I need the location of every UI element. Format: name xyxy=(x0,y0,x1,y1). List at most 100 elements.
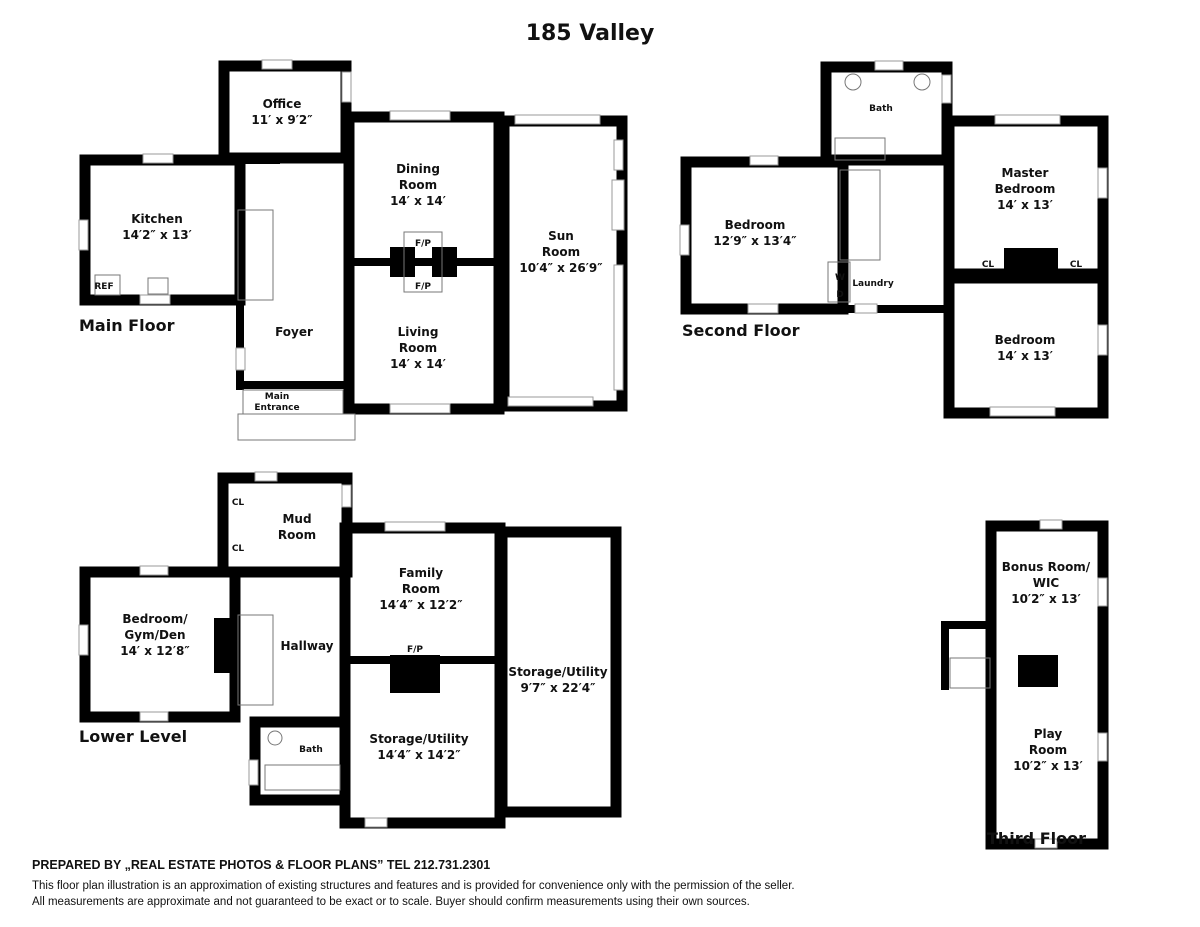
sun-room-door[interactable] xyxy=(611,179,625,231)
bedroom-dims: 12′9″ x 13′4″ xyxy=(713,234,797,248)
fp-label: F/P xyxy=(415,239,431,249)
sun-label: Sun xyxy=(548,229,574,243)
kitchen-dims: 14′2″ x 13′ xyxy=(122,228,192,242)
bath-label: Bath xyxy=(869,104,893,114)
window xyxy=(142,153,174,164)
window xyxy=(507,396,594,407)
window xyxy=(1039,519,1063,530)
bedroom-gym-label: Bedroom/ xyxy=(122,612,188,626)
fireplace-icon xyxy=(432,247,457,277)
window xyxy=(235,347,246,371)
bedroom-gym-label: Gym/Den xyxy=(124,628,185,642)
family-label: Family xyxy=(399,566,443,580)
chimney xyxy=(1018,655,1058,687)
third-floor-label: Third Floor xyxy=(987,829,1086,848)
window xyxy=(248,759,259,786)
third-floor: Bonus Room/ WIC 10′2″ x 13′ Play Room 10… xyxy=(941,519,1109,850)
window xyxy=(341,71,352,103)
fireplace-icon xyxy=(390,247,415,277)
play-room-label: Play xyxy=(1034,727,1063,741)
second-floor-label: Second Floor xyxy=(682,321,800,340)
bonus-room-label: WIC xyxy=(1033,576,1060,590)
storage-right-walls xyxy=(496,526,622,818)
storage-label: Storage/Utility xyxy=(508,665,607,679)
entrance-label: Main xyxy=(265,392,290,402)
laundry-label: Laundry xyxy=(852,279,894,289)
window xyxy=(139,711,169,722)
family-dims: 14′4″ x 12′2″ xyxy=(379,598,463,612)
stairs xyxy=(237,209,274,301)
main-floor-label: Main Floor xyxy=(79,316,175,335)
dryer-label: D xyxy=(836,290,843,300)
window xyxy=(941,74,952,104)
window xyxy=(747,303,779,314)
family-label: Room xyxy=(402,582,440,596)
bedroom-label: Bedroom xyxy=(725,218,786,232)
dining-dims: 14′ x 14′ xyxy=(390,194,446,208)
sun-dims: 10′4″ x 26′9″ xyxy=(519,261,603,275)
bathtub xyxy=(264,764,341,791)
window xyxy=(78,219,89,251)
plan-title: 185 Valley xyxy=(526,21,655,46)
dining-label: Dining xyxy=(396,162,440,176)
bath-walls xyxy=(249,716,351,806)
lower-level-label: Lower Level xyxy=(79,727,187,746)
hallway-label: Hallway xyxy=(280,639,333,653)
washer-label: W xyxy=(835,273,845,283)
storage-dims: 9′7″ x 22′4″ xyxy=(521,681,597,695)
play-room-dims: 10′2″ x 13′ xyxy=(1013,759,1083,773)
washer-dryer xyxy=(827,261,851,303)
refrigerator xyxy=(94,274,121,296)
kitchen-label: Kitchen xyxy=(131,212,183,226)
window xyxy=(139,565,169,576)
window xyxy=(989,406,1056,417)
window xyxy=(341,484,352,508)
bonus-room-label: Bonus Room/ xyxy=(1002,560,1091,574)
storage-dims: 14′4″ x 14′2″ xyxy=(377,748,461,762)
closet-label: CL xyxy=(1070,260,1083,270)
master-label: Master xyxy=(1002,166,1049,180)
window xyxy=(1097,324,1108,356)
closet-label: CL xyxy=(982,260,995,270)
window xyxy=(254,471,278,482)
window xyxy=(78,624,89,656)
window xyxy=(514,114,601,125)
window xyxy=(749,155,779,166)
living-label: Living xyxy=(398,325,439,339)
master-label: Bedroom xyxy=(995,182,1056,196)
entrance-label: Entrance xyxy=(254,403,299,413)
window xyxy=(1097,732,1108,762)
bedroom-gym-dims: 14′ x 12′8″ xyxy=(120,644,190,658)
window xyxy=(261,59,293,70)
entrance-steps xyxy=(237,413,356,441)
window xyxy=(389,403,451,414)
window xyxy=(613,139,624,171)
window xyxy=(874,60,904,71)
play-room-label: Room xyxy=(1029,743,1067,757)
sink-icon xyxy=(147,277,169,295)
closet-label: CL xyxy=(232,544,245,554)
window xyxy=(1034,838,1058,849)
stairs xyxy=(839,169,881,261)
sink-icon xyxy=(844,73,862,91)
window xyxy=(854,303,878,314)
bedroom-dims: 14′ x 13′ xyxy=(997,349,1053,363)
master-dims: 14′ x 13′ xyxy=(997,198,1053,212)
bonus-room-dims: 10′2″ x 13′ xyxy=(1011,592,1081,606)
window xyxy=(994,114,1061,125)
foyer-label: Foyer xyxy=(275,325,313,339)
ref-label: REF xyxy=(94,282,113,292)
window xyxy=(384,521,446,532)
window xyxy=(679,224,690,256)
living-label: Room xyxy=(399,341,437,355)
chimney xyxy=(1004,248,1058,276)
stairs xyxy=(949,657,991,689)
mud-room-label: Mud xyxy=(282,512,311,526)
sun-label: Room xyxy=(542,245,580,259)
window xyxy=(389,110,451,121)
window xyxy=(364,817,388,828)
office-dims: 11′ x 9′2″ xyxy=(251,113,313,127)
window xyxy=(613,264,624,391)
toilet-icon xyxy=(267,730,283,746)
fp-label: F/P xyxy=(415,282,431,292)
